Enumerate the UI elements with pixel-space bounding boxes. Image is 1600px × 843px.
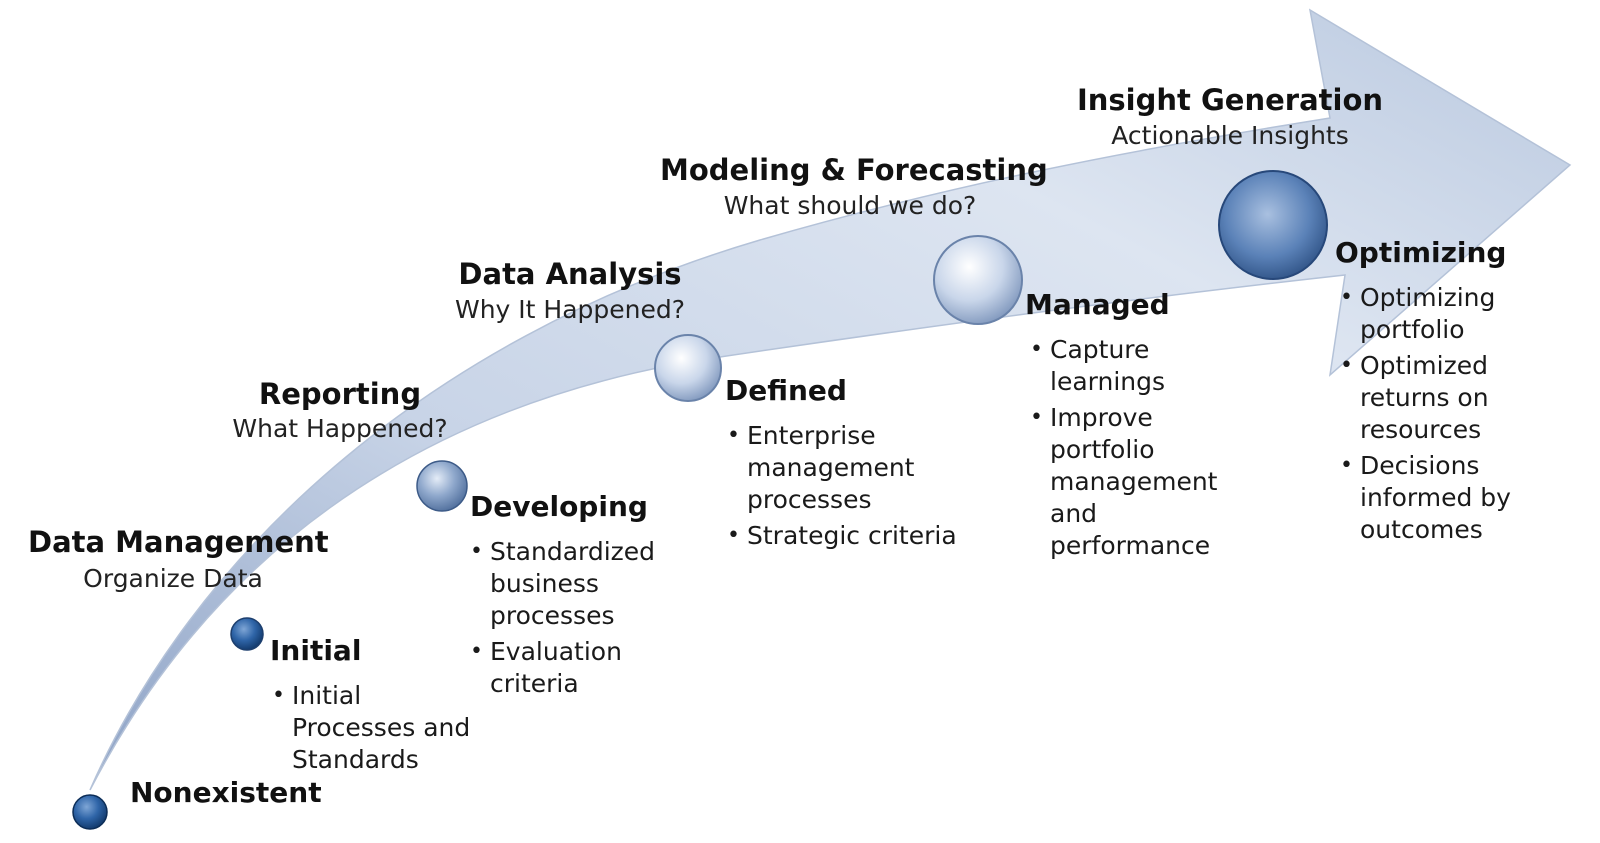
- bullet-item: Enterprise management processes: [727, 420, 957, 516]
- phase-title: Modeling & Forecasting: [660, 153, 1048, 187]
- stage-node-defined: [654, 334, 722, 402]
- stage-bullets: Initial Processes and Standards: [272, 680, 470, 780]
- bullet-item: Improve portfolio management and perform…: [1030, 402, 1217, 562]
- stage-label: Developing: [470, 490, 648, 523]
- growth-arrow: [89, 8, 1572, 791]
- bullet-text: Capture learnings: [1050, 335, 1166, 396]
- stage-label: Managed: [1025, 288, 1170, 321]
- bullet-text: Decisions informed by outcomes: [1360, 451, 1511, 544]
- stage-bullets: Capture learnings Improve portfolio mana…: [1030, 334, 1217, 566]
- bullet-text: Optimizing portfolio: [1360, 283, 1496, 344]
- phase-subtitle: Why It Happened?: [454, 295, 686, 324]
- phase-title: Data Management: [28, 525, 329, 559]
- bullet-text: Standardized business processes: [490, 537, 656, 630]
- stage-node-nonexistent: [72, 794, 108, 830]
- bullet-item: Standardized business processes: [470, 536, 655, 632]
- phase-title: Data Analysis: [458, 257, 682, 291]
- stage-bullets: Standardized business processes Evaluati…: [470, 536, 655, 704]
- bullet-item: Decisions informed by outcomes: [1340, 450, 1511, 546]
- bullet-text: Enterprise management processes: [747, 421, 915, 514]
- stage-node-developing: [416, 460, 468, 512]
- bullet-text: Improve portfolio management and perform…: [1050, 403, 1218, 560]
- bullet-item: Optimized returns on resources: [1340, 350, 1511, 446]
- phase-subtitle: Actionable Insights: [1111, 121, 1349, 150]
- phase-subtitle: What Happened?: [232, 414, 448, 443]
- bullet-item: Initial Processes and Standards: [272, 680, 470, 776]
- stage-label: Defined: [725, 374, 847, 407]
- bullet-item: Capture learnings: [1030, 334, 1217, 398]
- stage-bullets: Optimizing portfolio Optimized returns o…: [1340, 282, 1511, 550]
- stage-label: Nonexistent: [130, 776, 322, 809]
- stage-bullets: Enterprise management processes Strategi…: [727, 420, 957, 556]
- bullet-item: Strategic criteria: [727, 520, 957, 552]
- stage-label: Initial: [270, 634, 362, 667]
- phase-title: Reporting: [258, 377, 422, 411]
- stage-label: Optimizing: [1335, 236, 1507, 269]
- phase-subtitle: Organize Data: [83, 564, 263, 593]
- bullet-item: Evaluation criteria: [470, 636, 655, 700]
- bullet-text: Optimized returns on resources: [1360, 351, 1489, 444]
- phase-title: Insight Generation: [1076, 83, 1384, 117]
- phase-subtitle: What should we do?: [723, 191, 977, 220]
- stage-node-optimizing: [1218, 170, 1328, 280]
- stage-node-managed: [933, 235, 1023, 325]
- stage-node-initial: [230, 617, 264, 651]
- bullet-text: Evaluation criteria: [490, 637, 622, 698]
- bullet-item: Optimizing portfolio: [1340, 282, 1511, 346]
- bullet-text: Initial Processes and Standards: [292, 681, 471, 774]
- bullet-text: Strategic criteria: [747, 521, 957, 550]
